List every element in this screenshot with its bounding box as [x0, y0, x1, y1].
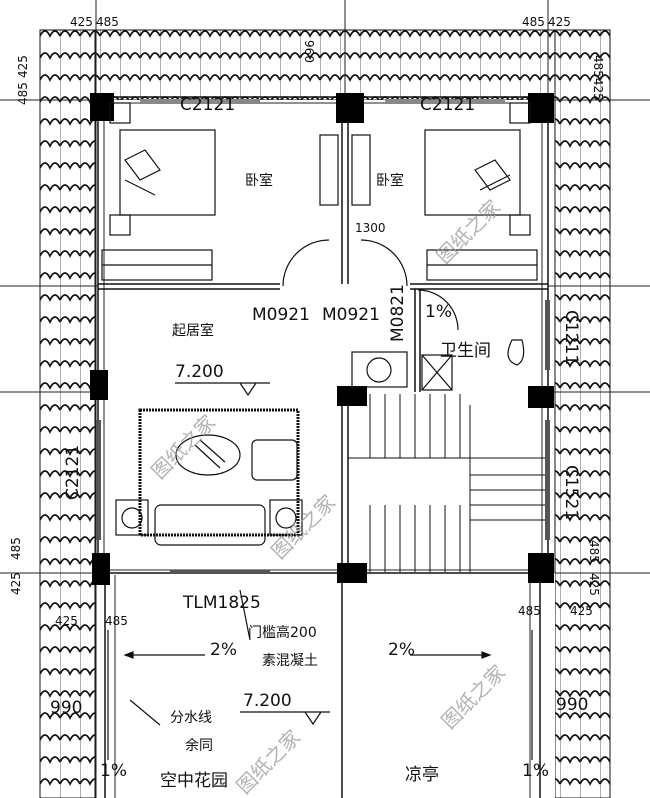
dimension: 425	[9, 572, 23, 595]
elevation-label: 7.200	[243, 691, 292, 711]
furniture	[101, 102, 545, 760]
room-label: 卫生间	[440, 341, 491, 361]
dimension: 485	[105, 614, 128, 628]
slope-label: 1%	[522, 761, 549, 781]
dimension: 425	[16, 55, 30, 78]
door-label: M0821	[388, 284, 408, 342]
window-label: C1211	[561, 310, 581, 365]
slope-label: 1%	[100, 761, 127, 781]
note-label: 分水线	[170, 710, 212, 726]
dimension: 960	[302, 40, 316, 63]
room-label: 起居室	[172, 322, 214, 339]
dimension: 485	[522, 15, 545, 29]
dimension: 485	[9, 537, 23, 560]
elevation-label: 7.200	[175, 362, 224, 382]
dimension: 425	[548, 15, 571, 29]
dimension: 425	[587, 573, 601, 596]
dimension: 485	[518, 604, 541, 618]
walls	[96, 96, 550, 798]
door-label: M0921	[322, 305, 380, 325]
dimension: 485	[96, 15, 119, 29]
dimension: 990	[50, 698, 82, 718]
window-label: C1521	[561, 465, 581, 520]
terrace	[98, 573, 555, 798]
slope-label: 2%	[210, 640, 237, 660]
note-label: 余同	[185, 737, 213, 754]
dimension: 425	[55, 614, 78, 628]
dimension: 485	[587, 540, 601, 563]
note-label: 门槛高200	[248, 624, 317, 641]
door-label: M0921	[252, 305, 310, 325]
dimension: 425	[570, 604, 593, 618]
dimension: 425	[70, 15, 93, 29]
dimension: 485	[16, 82, 30, 105]
window-label: C2121	[180, 95, 235, 115]
slope-label: 1%	[425, 302, 452, 322]
slope-label: 2%	[388, 640, 415, 660]
room-label: 凉亭	[405, 765, 439, 785]
interior	[98, 100, 548, 573]
room-label: 空中花园	[160, 771, 228, 791]
door-label: TLM1825	[182, 593, 261, 613]
dimension: 485425	[591, 55, 605, 101]
window-label: C2121	[420, 95, 475, 115]
dimensions: 425 485 485 425 960 1300 485 425 485425 …	[9, 15, 605, 718]
dimension: 990	[556, 695, 588, 715]
roof-tiles	[39, 29, 611, 798]
dimension: 1300	[355, 221, 386, 235]
room-label: 卧室	[245, 172, 273, 189]
labels: C2121 C2121 C2121 C1211 C1521 M0921 M092…	[63, 95, 581, 791]
window-label: C2121	[63, 445, 83, 500]
room-label: 卧室	[376, 172, 404, 189]
note-label: 素混凝土	[262, 653, 318, 669]
